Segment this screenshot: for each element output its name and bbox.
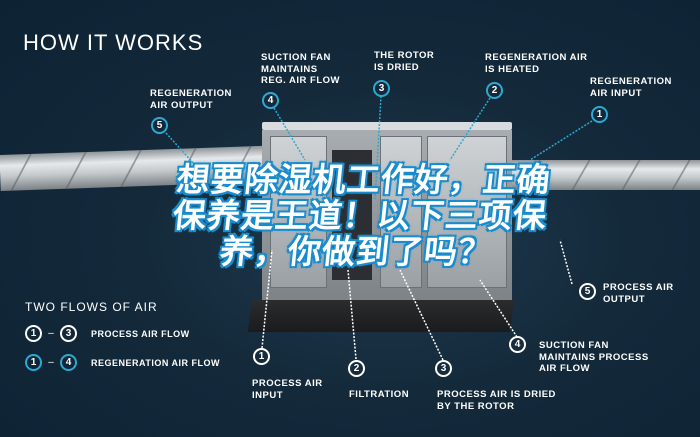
dehumidifier-unit [247,122,518,332]
step-2-regen-marker: 2 [486,82,503,99]
legend-regen-to-marker: 4 [60,354,77,371]
label-filtration: FILTRATION [349,389,410,400]
legend-process-from-marker: 1 [25,325,42,342]
legend-process-label: PROCESS AIR FLOW [91,328,190,339]
right-duct [500,160,700,190]
unit-body [262,130,512,300]
step-2-process-marker: 2 [348,360,365,377]
legend-regen-label: REGENERATION AIR FLOW [91,357,220,368]
step-4-process-marker: 4 [509,336,526,353]
legend-dash: – [48,328,54,339]
step-3-process-marker: 3 [435,360,452,377]
headline-overlay: 想要除湿机工作好，正确 保养是王道！以下三项保 养，你做到了吗？ [170,159,554,272]
step-4-regen-marker: 4 [262,92,279,109]
legend-process-to-marker: 3 [60,325,77,342]
step-3-regen-marker: 3 [373,80,390,97]
legend-row-process: 1 – 3 PROCESS AIR FLOW [25,325,190,342]
step-5-regen-marker: 5 [151,117,168,134]
diagram-title: HOW IT WORKS [23,30,204,55]
step-5-process-marker: 5 [579,283,596,300]
legend-dash: – [48,357,54,368]
legend-regen-from-marker: 1 [25,354,42,371]
legend-title: TWO FLOWS OF AIR [25,300,158,314]
step-1-process-marker: 1 [253,348,270,365]
unit-top [262,122,512,130]
step-1-regen-marker: 1 [591,106,608,123]
legend-row-regeneration: 1 – 4 REGENERATION AIR FLOW [25,354,220,371]
